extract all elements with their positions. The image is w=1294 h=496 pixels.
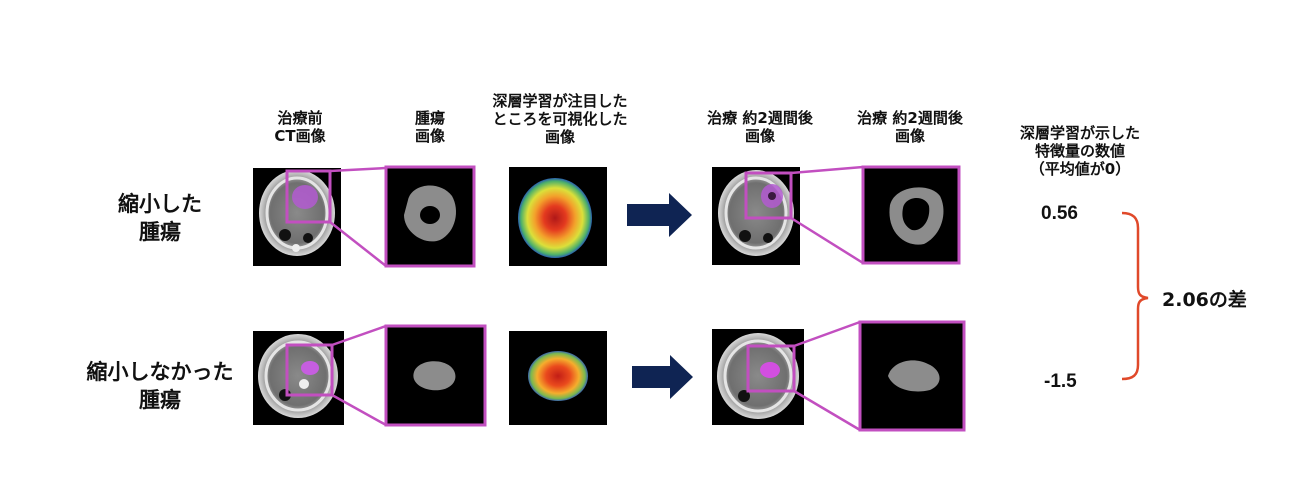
row-label-shrunk: 縮小した 腫瘍 xyxy=(118,192,202,244)
header-feature: 深層学習が示した 特徴量の数値 （平均値が0） xyxy=(1019,124,1140,178)
header-pre-ct: 治療前 CT画像 xyxy=(274,109,326,145)
attention-map-1 xyxy=(509,167,607,266)
zoom-line-top-post-1 xyxy=(790,165,864,175)
difference-bracket xyxy=(1121,211,1149,381)
zoom-line-bottom-1 xyxy=(329,221,387,267)
tumor-crop-2 xyxy=(384,324,487,427)
zoom-line-top-2 xyxy=(331,324,387,347)
tumor-crop-post-1 xyxy=(861,165,961,265)
feature-value-1: 0.56 xyxy=(1041,203,1078,224)
arrow-icon-2 xyxy=(632,355,693,399)
ct-pre-image-2 xyxy=(253,331,344,425)
zoom-line-bottom-post-2 xyxy=(793,389,861,432)
roi-box-pre-2 xyxy=(285,343,334,397)
zoom-line-top-post-2 xyxy=(793,320,861,348)
header-attention: 深層学習が注目した ところを可視化した 画像 xyxy=(492,92,628,146)
arrow-icon-1 xyxy=(627,193,692,237)
header-tumor: 腫瘍 画像 xyxy=(414,109,445,145)
zoom-line-bottom-post-1 xyxy=(790,216,864,265)
roi-box-post-2 xyxy=(746,344,796,393)
zoom-line-top-1 xyxy=(329,166,387,173)
header-post-ct: 治療 約2週間後 画像 xyxy=(707,109,813,145)
zoom-line-bottom-2 xyxy=(331,393,387,427)
ct-pre-image-1 xyxy=(253,168,341,266)
roi-box-pre-1 xyxy=(285,169,332,224)
ct-post-image-1 xyxy=(712,167,800,265)
difference-label: 2.06の差 xyxy=(1162,289,1247,311)
tumor-crop-post-2 xyxy=(858,320,966,432)
attention-map-2 xyxy=(509,331,607,425)
ct-post-image-2 xyxy=(712,329,804,425)
tumor-crop-1 xyxy=(384,165,476,268)
header-post-tumor: 治療 約2週間後 画像 xyxy=(857,109,963,145)
roi-box-post-1 xyxy=(744,171,793,220)
row-label-not-shrunk: 縮小しなかった 腫瘍 xyxy=(86,360,234,412)
feature-value-2: -1.5 xyxy=(1044,371,1077,392)
